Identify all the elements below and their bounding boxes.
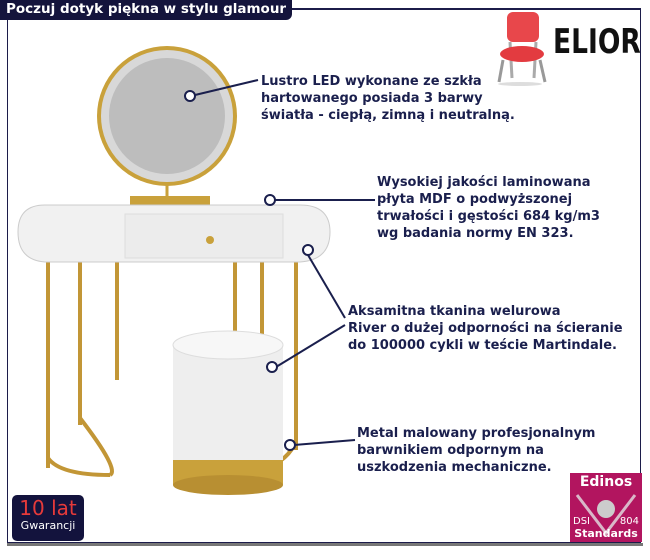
feature-mdf: Wysokiej jakości laminowana płyta MDF o … <box>377 175 600 241</box>
callout-dot <box>266 361 278 373</box>
brand-logo: ELIOR <box>553 22 641 62</box>
certificate-right: 804 <box>619 516 639 527</box>
header-title: Poczuj dotyk piękna w stylu glamour <box>0 0 293 20</box>
warranty-label: Gwarancji <box>20 519 76 532</box>
red-chair-icon <box>497 12 547 86</box>
warranty-badge: 10 lat Gwarancji <box>12 495 84 541</box>
callout-dot <box>284 439 296 451</box>
certificate-v-icon <box>575 494 637 536</box>
feature-mirror: Lustro LED wykonane ze szkła hartowanego… <box>261 74 515 123</box>
feature-fabric: Aksamitna tkanina welurowa River o dużej… <box>348 304 623 353</box>
feature-metal: Metal malowany profesjonalnym barwnikiem… <box>357 426 596 475</box>
callout-dot <box>184 90 196 102</box>
certificate-left: DSI <box>573 516 590 527</box>
callout-dot <box>264 194 276 206</box>
frame-border <box>7 8 641 543</box>
certificate-name: Edinos <box>579 474 633 490</box>
dressing-table <box>17 204 331 263</box>
callout-dot <box>302 244 314 256</box>
frame-shadow <box>7 543 643 546</box>
certificate-badge: Edinos DSI 804 Standards <box>570 473 642 542</box>
pouf-stool <box>172 330 284 495</box>
callout-lines <box>184 79 375 451</box>
led-mirror <box>97 46 237 205</box>
warranty-years: 10 lat <box>19 496 77 520</box>
certificate-label: Standards <box>574 527 638 540</box>
